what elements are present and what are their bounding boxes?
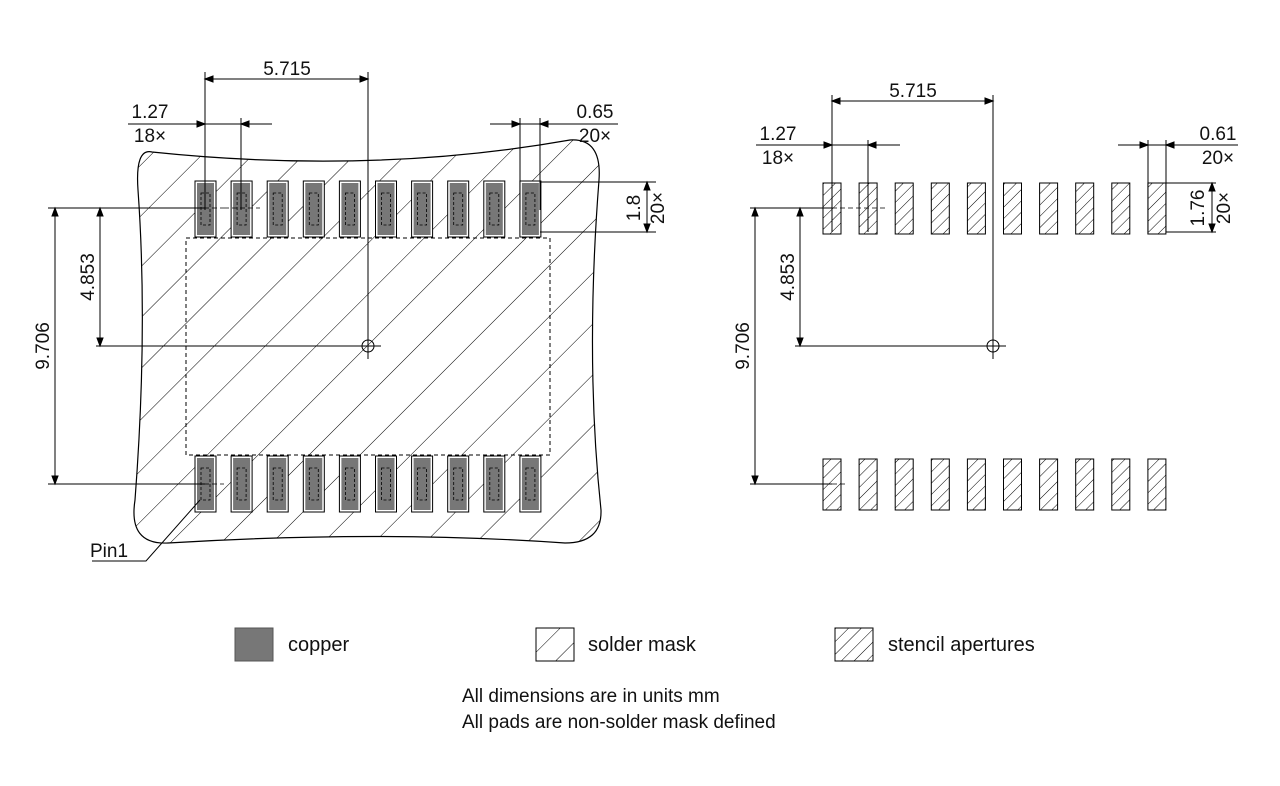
- pitch-count: 18×: [134, 126, 166, 147]
- copper-pad: [230, 455, 253, 513]
- solder-mask-legend-label: solder mask: [588, 634, 697, 656]
- pad-width-dim-right: 0.61: [1200, 124, 1237, 145]
- dimension-lines-right: [750, 95, 1238, 486]
- top-stencil-row: [816, 182, 1167, 235]
- pad-width-count-right: 20×: [1202, 148, 1234, 169]
- copper-pad: [338, 455, 361, 513]
- pad-length-count: 20×: [648, 192, 669, 224]
- stencil-aperture: [966, 182, 986, 235]
- half-height-dim-right: 4.853: [778, 253, 799, 301]
- pad-width-count: 20×: [579, 126, 611, 147]
- copper-legend-label: copper: [288, 634, 349, 656]
- center-x-dim-right: 5.715: [889, 81, 937, 102]
- solder-mask-swatch: [535, 627, 575, 662]
- copper-pad: [483, 455, 506, 513]
- copper-pad: [519, 180, 542, 238]
- copper-pad: [447, 455, 470, 513]
- pitch-count-right: 18×: [762, 148, 794, 169]
- pad-width-dim: 0.65: [577, 102, 614, 123]
- bottom-pad-row: [188, 455, 542, 513]
- center-x-dim: 5.715: [263, 59, 311, 80]
- pad-length-count-right: 20×: [1214, 192, 1235, 224]
- top-pad-row: [188, 180, 542, 238]
- pitch-dim-right: 1.27: [760, 124, 797, 145]
- note-units: All dimensions are in units mm: [462, 686, 720, 707]
- stencil-aperture: [894, 458, 914, 511]
- stencil-aperture: [1111, 458, 1131, 511]
- copper-pad: [338, 180, 361, 238]
- stencil-aperture: [1003, 458, 1022, 511]
- copper-pad: [447, 180, 470, 238]
- stencil-aperture: [858, 458, 878, 511]
- copper-pad: [266, 180, 289, 238]
- copper-pad: [519, 455, 542, 513]
- stencil-aperture: [966, 458, 986, 511]
- right-view: 5.715 1.27 18× 0.61 20× 1.76 20× 4.853 9…: [733, 81, 1238, 511]
- stencil-aperture: [1039, 458, 1059, 511]
- copper-pad: [266, 455, 289, 513]
- copper-pad: [411, 180, 434, 238]
- copper-pad: [483, 180, 506, 238]
- stencil-legend-label: stencil apertures: [888, 634, 1035, 656]
- note-pads: All pads are non-solder mask defined: [462, 712, 776, 733]
- legend: copper solder mask stencil apertures: [234, 627, 1035, 662]
- full-height-dim-right: 9.706: [733, 322, 754, 370]
- copper-pad: [230, 180, 253, 238]
- stencil-swatch: [834, 627, 874, 662]
- stencil-aperture: [1147, 182, 1167, 235]
- copper-pad: [411, 455, 434, 513]
- copper-pad: [375, 455, 397, 513]
- stencil-aperture: [1111, 182, 1131, 235]
- bottom-stencil-row: [816, 458, 1167, 511]
- copper-pad: [302, 455, 325, 513]
- dimension-lines: [48, 72, 656, 562]
- stencil-aperture: [930, 182, 950, 235]
- pin1-label: Pin1: [90, 541, 128, 562]
- pad-length-dim-right: 1.76: [1188, 190, 1209, 227]
- stencil-aperture: [1039, 182, 1059, 235]
- copper-pad: [375, 180, 397, 238]
- stencil-aperture: [894, 182, 914, 235]
- pitch-dim: 1.27: [132, 102, 169, 123]
- stencil-aperture: [1075, 182, 1095, 235]
- copper-swatch: [234, 627, 274, 662]
- copper-pad: [302, 180, 325, 238]
- stencil-aperture: [1075, 458, 1095, 511]
- pad-length-dim: 1.8: [624, 195, 645, 221]
- stencil-aperture: [1147, 458, 1167, 511]
- full-height-dim: 9.706: [33, 322, 54, 370]
- half-height-dim: 4.853: [78, 253, 99, 301]
- stencil-aperture: [1003, 182, 1022, 235]
- stencil-aperture: [930, 458, 950, 511]
- left-view: 5.715 1.27 18× 0.65 20× 1.8 20× 4.853 9.…: [33, 59, 669, 562]
